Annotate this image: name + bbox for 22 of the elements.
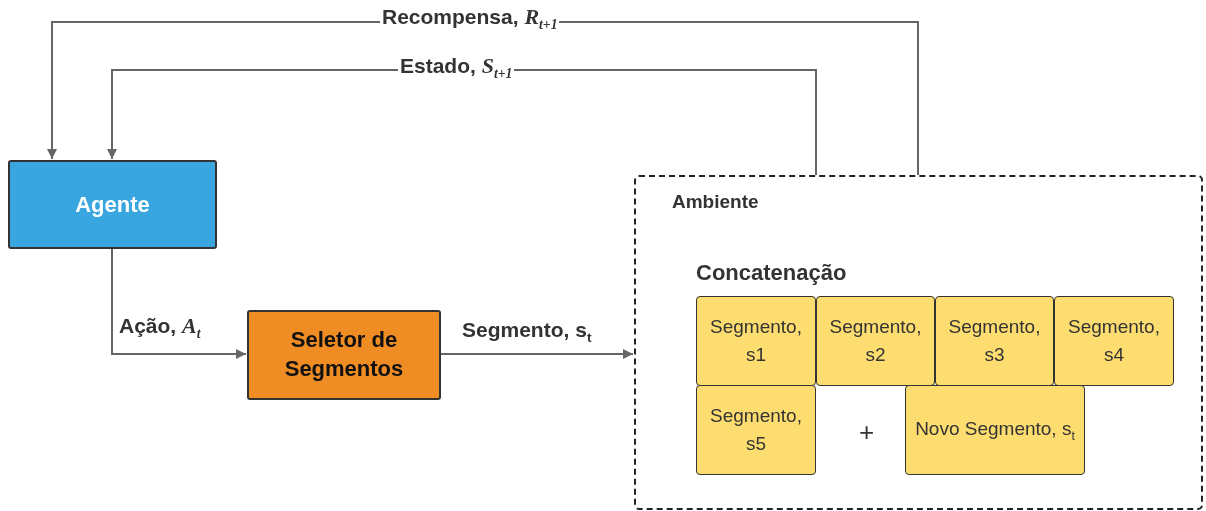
segment-box: [905, 385, 1085, 475]
arrow: [111, 248, 247, 359]
node-label: Segmento, s4: [1067, 314, 1161, 367]
segment-box: [696, 385, 816, 475]
segment-box: [696, 296, 816, 386]
segment-box: [816, 296, 935, 386]
node-label: Seletor de Segmentos: [283, 326, 405, 383]
group-heading: Concatenação: [696, 260, 847, 286]
node-label: Segmento, s2: [828, 314, 923, 367]
plus-sign: +: [859, 417, 875, 448]
segment-box: [935, 296, 1054, 386]
node-label: Segmento, s1: [709, 314, 803, 367]
node-label: Segmento, s3: [947, 314, 1042, 367]
node-label: Segmento, s5: [709, 403, 803, 456]
container-title: Ambiente: [672, 191, 759, 213]
node-label: Agente: [75, 191, 150, 218]
process-box: [247, 310, 441, 400]
segment-box: [1054, 296, 1174, 386]
agent-box: [8, 160, 217, 249]
node-label: Novo Segmento, s$_{t}$: [915, 416, 1075, 445]
arrow: [440, 349, 634, 359]
environment-container: [634, 175, 1203, 510]
